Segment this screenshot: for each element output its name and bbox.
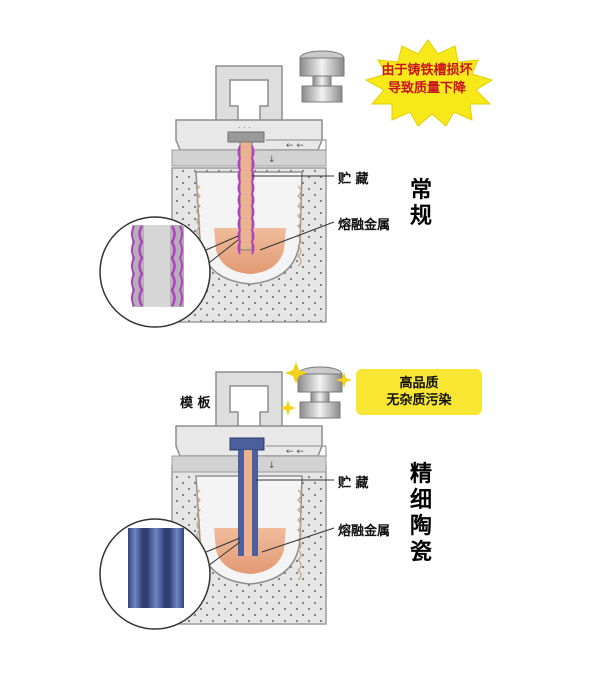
- bottom-stalk-flange: [229, 437, 265, 451]
- top-label-reservoir: 贮 藏: [338, 172, 369, 187]
- sparkle-icon-1: [285, 362, 307, 384]
- sparkle-icon-3: [336, 372, 352, 388]
- benefit-line-2: 无杂质污染: [386, 393, 452, 408]
- top-vertical-title: 常规: [409, 178, 432, 229]
- bottom-duct: [266, 445, 327, 457]
- top-stalk-tube: [239, 141, 253, 251]
- bottom-knob-icon: [297, 366, 343, 419]
- bottom-label-template: 模 板: [180, 396, 211, 411]
- bottom-heater-coils: [196, 489, 302, 581]
- top-molten-metal: [214, 228, 286, 274]
- bottom-stalk-wall-left: [238, 450, 244, 556]
- warning-burst-icon: [364, 39, 494, 127]
- benefit-line-1: 高品质: [399, 376, 439, 391]
- bottom-magnified-tube: [128, 528, 184, 608]
- bottom-stalk-core: [244, 450, 252, 556]
- top-label-molten: 熔融金属: [338, 218, 391, 233]
- top-stalk-flange: [227, 131, 265, 143]
- bottom-magnifier-pointer: [205, 537, 241, 553]
- bottom-vertical-title: 精细陶瓷: [409, 462, 432, 565]
- top-machine: ← ← ↓ . . .: [99, 39, 494, 328]
- top-stalk-dots: . . .: [238, 121, 251, 130]
- bottom-leader-molten: [261, 527, 335, 553]
- top-knob-icon: [299, 50, 345, 103]
- bottom-down-arrow: ↓: [268, 461, 276, 471]
- top-leader-molten: [259, 221, 335, 251]
- benefit-callout: 高品质 无杂质污染: [356, 369, 482, 415]
- bottom-stalk-wall-right: [252, 450, 258, 556]
- top-magnified-tube: [131, 225, 184, 307]
- top-riser: [215, 65, 283, 123]
- top-down-arrow: ↓: [268, 155, 276, 165]
- top-flow-arrows: ← ←: [286, 141, 304, 151]
- sparkle-icon-2: [280, 400, 296, 416]
- bottom-label-molten: 熔融金属: [338, 524, 391, 539]
- top-stalk-damage-left: [237, 145, 242, 255]
- top-heater-coils: [196, 185, 302, 267]
- top-duct: [266, 139, 327, 151]
- warning-text: 由于铸铁槽损坏 导致质量下降: [352, 62, 502, 98]
- top-magnifier-pointer: [205, 235, 239, 251]
- bottom-flow-arrows: ← ←: [286, 447, 304, 457]
- bottom-machine: ← ← ↓: [99, 362, 352, 630]
- warning-line-2: 导致质量下降: [387, 81, 466, 96]
- bottom-label-reservoir: 贮 藏: [338, 476, 369, 491]
- top-stalk-damage-right: [250, 145, 255, 255]
- bottom-riser: [215, 371, 283, 429]
- warning-line-1: 由于铸铁槽损坏: [381, 63, 473, 78]
